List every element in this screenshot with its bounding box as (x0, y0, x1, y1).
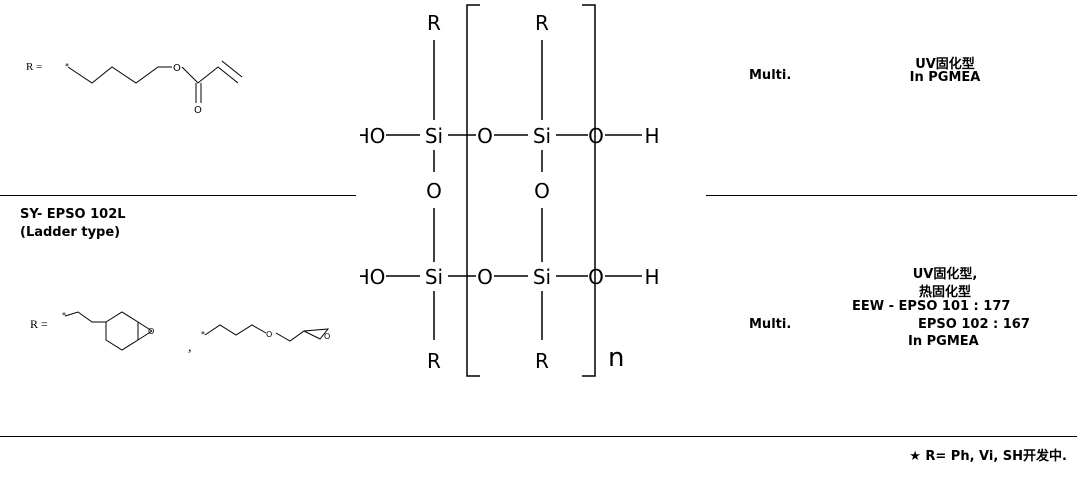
row1-desc-line-2: In PGMEA (909, 70, 981, 85)
bottom-r-label: R = (30, 317, 48, 331)
footnote: ★ R= Ph, Vi, SH开发中. (909, 449, 1067, 464)
atom-si-top-1: Si (425, 124, 443, 148)
atom-ho-bottom: HO (360, 265, 385, 289)
ladder-siloxane-structure: R R HO Si O Si O H O O HO Si O Si O H R … (360, 4, 660, 377)
right-bracket (582, 4, 596, 377)
left-divider-line (0, 195, 356, 196)
bottom-divider-line (0, 436, 1077, 437)
atom-r-bottom-1: R (427, 349, 441, 373)
atom-o-bottom-2: O (588, 265, 604, 289)
svg-text:O: O (194, 105, 202, 116)
product-name: SY- EPSO 102L (20, 207, 126, 222)
atom-si-bottom-2: Si (533, 265, 551, 289)
right-divider-line (706, 195, 1077, 196)
row1-multi: Multi. (749, 68, 792, 83)
svg-text:O: O (324, 332, 330, 341)
atom-r-bottom-2: R (535, 349, 549, 373)
atom-r-top-1: R (427, 11, 441, 35)
row1-desc-line-1: UV固化型 (915, 57, 975, 72)
glycidoxypropyl-side-chain-structure: * O O (201, 324, 330, 342)
row2-desc-line-5: In PGMEA (908, 334, 979, 349)
epoxycyclohexyl-side-chain-structure: * O (62, 311, 154, 351)
svg-text:*: * (62, 311, 66, 320)
atom-o-top-1: O (477, 124, 493, 148)
atom-o-bottom-1: O (477, 265, 493, 289)
svg-text:O: O (148, 327, 154, 336)
atom-o-mid-2: O (534, 179, 550, 203)
r-separator-comma: , (188, 340, 192, 355)
row2-multi: Multi. (749, 317, 792, 332)
svg-text:*: * (201, 330, 205, 339)
repeat-unit-n: n (608, 343, 624, 373)
product-type: (Ladder type) (20, 225, 121, 240)
atom-si-bottom-1: Si (425, 265, 443, 289)
atom-o-mid-1: O (426, 179, 442, 203)
atom-h-top: H (644, 124, 659, 148)
row2-desc-line-2: 热固化型 (918, 285, 971, 300)
row2-desc-line-4: EPSO 102 : 167 (918, 317, 1030, 332)
row2-desc-line-3: EEW - EPSO 101 : 177 (852, 299, 1011, 314)
atom-si-top-2: Si (533, 124, 551, 148)
left-bracket (466, 4, 480, 377)
atom-o-top-2: O (588, 124, 604, 148)
svg-text:O: O (266, 330, 272, 339)
atom-h-bottom: H (644, 265, 659, 289)
atom-ho-top: HO (360, 124, 385, 148)
atom-r-top-2: R (535, 11, 549, 35)
top-r-label: R = (26, 61, 43, 73)
svg-text:*: * (65, 62, 69, 71)
svg-text:O: O (173, 63, 181, 74)
row2-desc-line-1: UV固化型, (912, 267, 978, 282)
acrylate-side-chain-structure: * O O (65, 60, 243, 116)
